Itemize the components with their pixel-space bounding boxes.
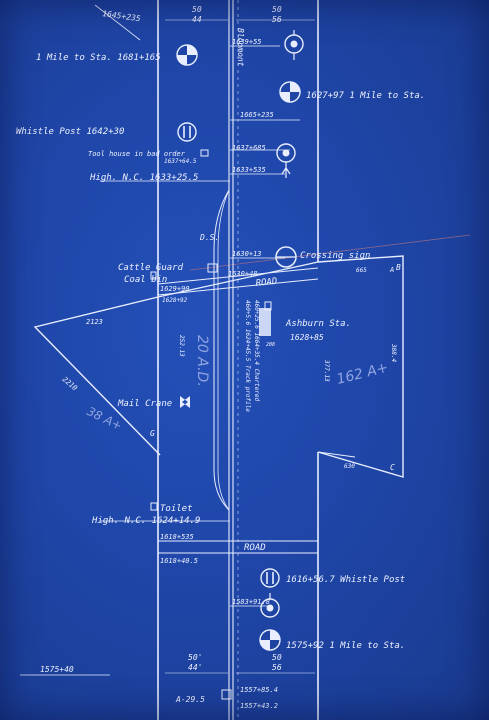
station-1618b: 1618+40.5 xyxy=(160,557,198,565)
station-1633b: 1633+535 xyxy=(232,166,266,174)
title-block-box xyxy=(221,689,232,700)
siding-track-2 xyxy=(217,189,230,511)
bloomont-label: Bloomont xyxy=(236,28,245,67)
vertical-note: 460+25.6 1664+35.4 Chartered xyxy=(253,300,260,402)
tool-house-num: 1637+64.5 xyxy=(164,158,197,165)
bottom-width-left: 50' xyxy=(188,653,202,662)
vertical-note-2: 460+5.6 1624+45.5 Track profile xyxy=(244,300,251,412)
ashburn-num: 1628+85 xyxy=(290,333,324,342)
road-top-line-2 xyxy=(157,278,319,296)
mile-board-icon xyxy=(279,81,301,103)
left-parcel-boundary xyxy=(33,296,161,456)
station-1630b: 1630+48 xyxy=(228,270,258,278)
survey-line xyxy=(189,234,471,271)
right-b-label: B xyxy=(396,263,401,272)
mile-to-sta-bottom: 1575+92 1 Mile to Sta. xyxy=(286,641,405,651)
cattle-guard-label: Cattle Guard xyxy=(118,263,184,273)
road-top-line-1 xyxy=(157,267,319,285)
depot-building-icon xyxy=(259,308,271,336)
toilet-label: Toilet xyxy=(160,504,193,514)
road-top-label: ROAD xyxy=(255,277,278,289)
parcel-bottom-edge xyxy=(317,451,356,458)
whistle-post-top: Whistle Post 1642+30 xyxy=(16,127,124,137)
title-block-label: A-29.5 xyxy=(175,695,205,704)
coal-bin-label: Coal bin xyxy=(124,275,167,285)
right-parcel-boundary xyxy=(317,255,404,478)
mail-crane-icon xyxy=(180,396,190,408)
road-bottom-label: ROAD xyxy=(244,543,266,553)
high-nc-top: High. N.C. 1633+25.5 xyxy=(89,173,198,183)
tool-house-label: Tool house in bad order xyxy=(88,150,186,158)
vertical-pencil: 20 A.D. xyxy=(194,335,210,387)
whistle-post-bottom: 1616+56.7 Whistle Post xyxy=(286,575,405,585)
crossing-sign-icon xyxy=(275,246,297,268)
right-side-num: 388.4 xyxy=(390,343,397,362)
bottom-width-left2: 44' xyxy=(188,663,202,672)
mile-board-icon xyxy=(259,629,281,651)
ds-label: D.S. xyxy=(199,233,219,242)
depot-num: 208 xyxy=(266,342,275,348)
station-1630: 1630+13 xyxy=(232,250,262,258)
ashburn-sta-label: Ashburn Sta. xyxy=(285,319,351,329)
top-width-right: 50 xyxy=(272,5,282,14)
acreage-right: 162 A+ xyxy=(335,360,390,388)
station-1618: 1618+535 xyxy=(160,533,194,541)
top-left-number: 1645+235 xyxy=(102,9,142,23)
high-nc-bottom: High. N.C. 1624+14.9 xyxy=(91,516,200,526)
signal-icon xyxy=(276,143,296,178)
bottom-width-right2: 56 xyxy=(272,663,282,672)
top-width-left2: 44 xyxy=(192,15,202,24)
station-1645: 1665+235 xyxy=(240,111,274,119)
mail-crane-label: Mail Crane xyxy=(117,399,172,409)
toilet-icon xyxy=(150,502,158,511)
cattle-guard-icon xyxy=(207,263,218,273)
station-1639: 1639+55 xyxy=(232,38,262,46)
top-width-right2: 56 xyxy=(272,15,282,24)
crossing-sign-label: Crossing sign xyxy=(300,251,370,261)
bottom-left-num: 1575+40 xyxy=(40,665,74,674)
right-top-num: 665 xyxy=(356,267,367,274)
station-1629: 1629+90 xyxy=(160,285,190,293)
left-vertical-num: 252.13 xyxy=(178,335,185,357)
letter-g: G xyxy=(150,429,155,438)
station-1557: 1557+85.4 xyxy=(240,686,278,694)
signal-icon xyxy=(260,593,280,618)
top-width-left: 50 xyxy=(192,5,202,14)
right-vertical-num: 377.13 xyxy=(323,359,330,382)
signal-icon xyxy=(284,30,304,60)
station-1583: 1583+91.8 xyxy=(232,598,270,606)
diag-tick-top-left xyxy=(94,4,141,41)
right-a-top: A xyxy=(389,266,394,274)
mile-to-sta-right: 1627+97 1 Mile to Sta. xyxy=(306,91,425,101)
bottom-mid-num: 630 xyxy=(344,463,355,470)
station-1628: 1628+92 xyxy=(162,297,188,304)
parcel-top-edge xyxy=(157,261,319,298)
mile-to-sta-top: 1 Mile to Sta. 1681+165 xyxy=(36,53,161,63)
depot-annex-icon xyxy=(264,301,272,311)
coal-bin-icon xyxy=(150,271,157,280)
siding-track xyxy=(213,189,230,511)
left-side-num: 2210 xyxy=(61,375,79,392)
tool-house-icon xyxy=(200,149,209,157)
whistle-post-icon xyxy=(177,122,197,142)
mile-board-icon xyxy=(176,44,198,66)
station-1637: 1637+685 xyxy=(232,144,266,152)
whistle-post-icon xyxy=(260,568,280,588)
bottom-width-right: 50 xyxy=(272,653,282,662)
letter-c: C xyxy=(390,463,395,472)
corner-left-num: 2123 xyxy=(86,318,103,326)
station-1557b: 1557+43.2 xyxy=(240,702,278,710)
